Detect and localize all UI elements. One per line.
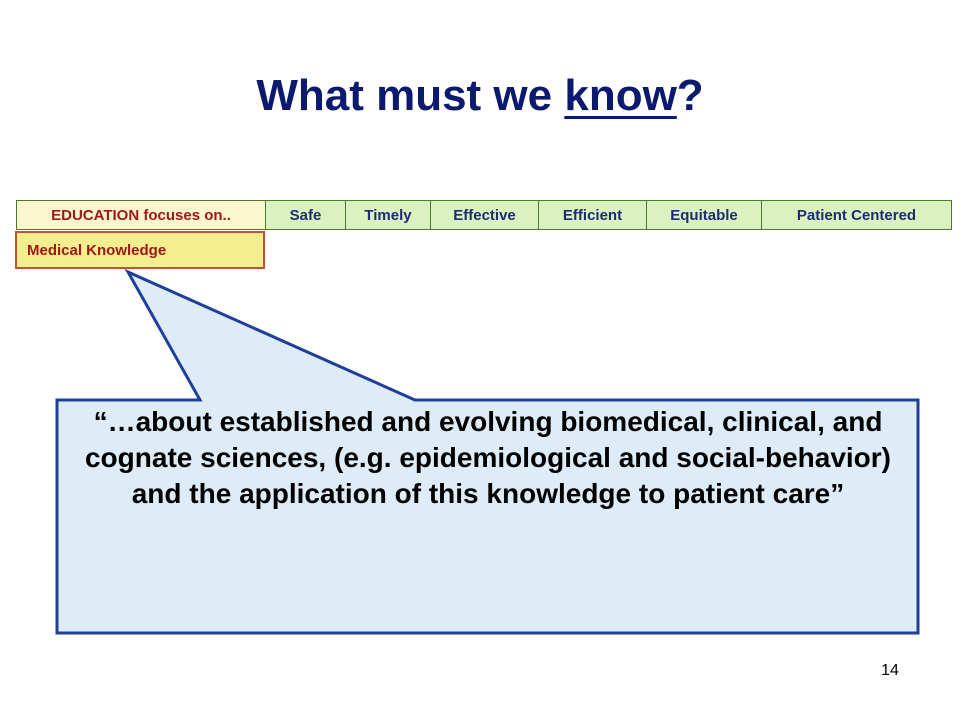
education-focus-label: EDUCATION focuses on.. (17, 201, 266, 229)
knowledge-quote: “…about established and evolving biomedi… (84, 406, 891, 509)
dimension-efficient: Efficient (539, 201, 647, 229)
title-emphasis: know (564, 71, 677, 120)
dimension-patient-centered: Patient Centered (762, 201, 951, 229)
title-prefix: What must we (256, 71, 565, 120)
dimension-timely: Timely (346, 201, 431, 229)
competency-header-row: EDUCATION focuses on.. Safe Timely Effec… (16, 200, 952, 230)
slide-title: What must we know? (0, 68, 960, 124)
page-number: 14 (881, 662, 899, 679)
title-suffix: ? (676, 71, 704, 120)
medical-knowledge-box: Medical Knowledge (15, 231, 265, 269)
callout-shape (55, 268, 920, 635)
dimension-equitable: Equitable (647, 201, 762, 229)
dimension-safe: Safe (266, 201, 346, 229)
dimension-effective: Effective (431, 201, 539, 229)
